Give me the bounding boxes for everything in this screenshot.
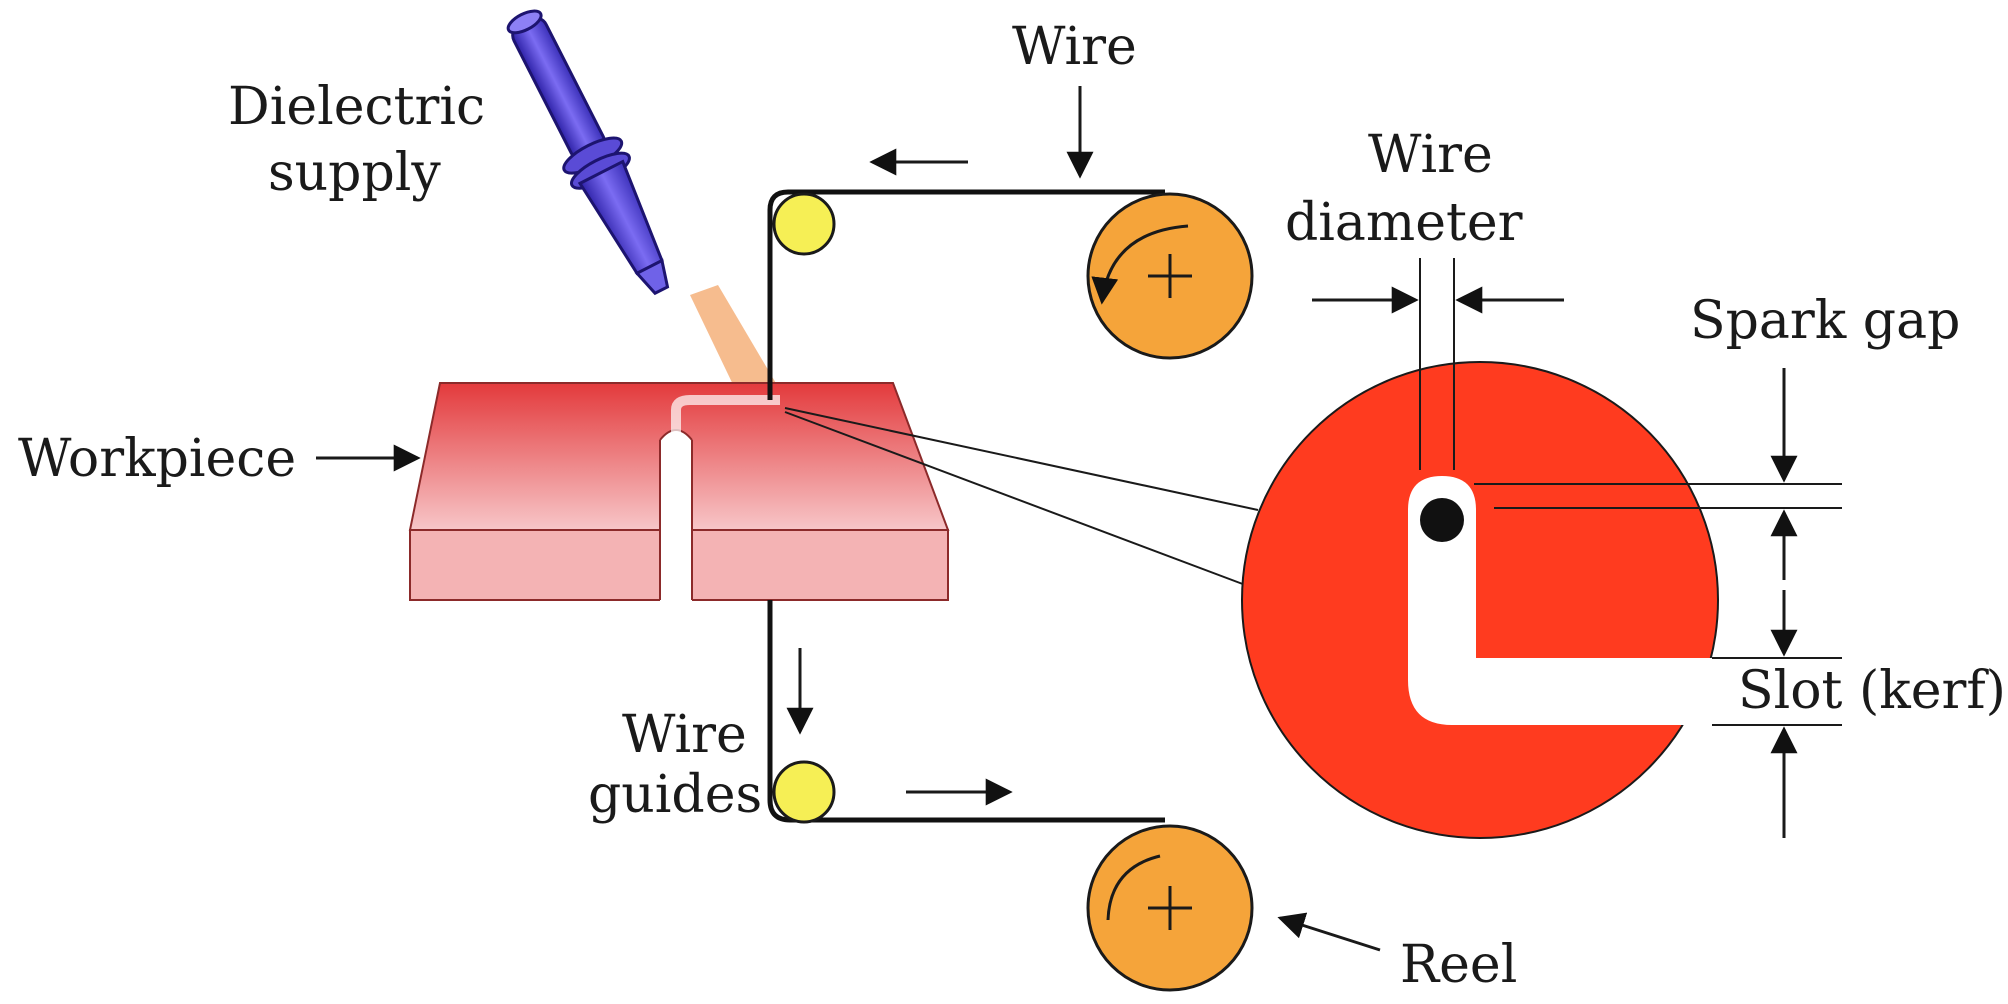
zoom-line: [784, 407, 1259, 511]
workpiece: [408, 382, 950, 610]
wire-cross-section: [1420, 498, 1464, 542]
label-wire-diameter-line1: Wire: [1368, 125, 1493, 185]
zoom-line: [784, 411, 1249, 587]
label-wire-guides-line1: Wire: [622, 705, 747, 765]
wire-guide-icon: [772, 192, 836, 256]
label-wire-top: Wire: [1012, 17, 1137, 77]
dielectric-nozzle-icon: [506, 9, 790, 420]
label-dielectric-line1: Dielectric: [228, 77, 485, 137]
label-slot-kerf: Slot (kerf): [1738, 661, 2006, 721]
label-wire-diameter-line2: diameter: [1285, 193, 1523, 253]
label-dielectric-line2: supply: [268, 143, 441, 203]
arrow-icon: [1277, 912, 1381, 952]
reel-icon: [1086, 192, 1254, 360]
spark-gap-dimension: [1474, 368, 1842, 838]
label-spark-gap: Spark gap: [1690, 291, 1960, 351]
wire-guide-icon: [772, 760, 836, 824]
cut-detail: [1241, 361, 1760, 839]
label-wire-guides-line2: guides: [588, 765, 762, 825]
reel-icon: [1086, 824, 1254, 992]
wire-diameter-dimension: [1312, 258, 1564, 470]
label-reel: Reel: [1400, 935, 1517, 995]
label-workpiece: Workpiece: [18, 429, 296, 489]
